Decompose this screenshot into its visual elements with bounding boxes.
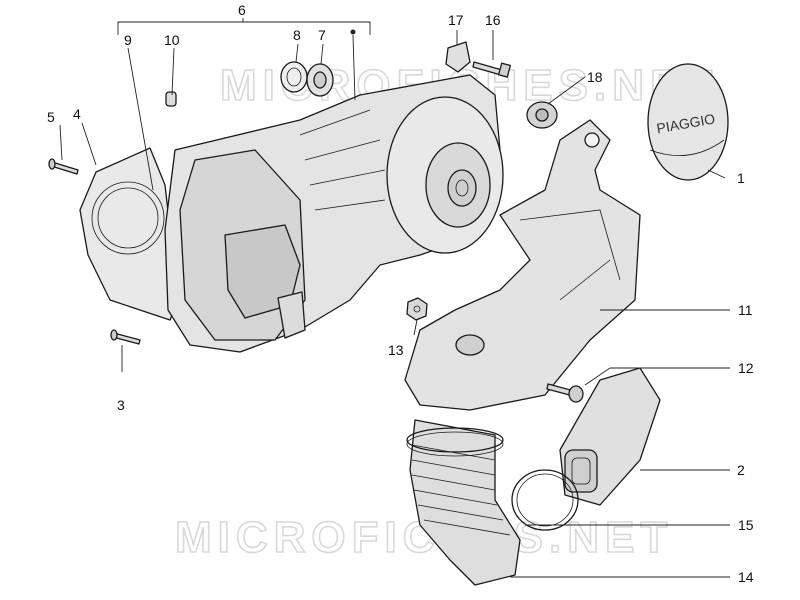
callout-12: 12	[738, 360, 754, 376]
part-17-bracket	[445, 41, 471, 73]
part-18-grommet	[526, 101, 558, 129]
part-13-nut	[406, 297, 428, 321]
part-3-screw	[110, 329, 141, 345]
callout-13: 13	[388, 342, 404, 358]
part-2-intake-cap	[559, 367, 661, 506]
callout-1: 1	[737, 170, 745, 186]
callout-16: 16	[485, 12, 501, 28]
callout-6: 6	[238, 2, 246, 18]
callout-7: 7	[318, 27, 326, 43]
part-15-hose-clamps	[406, 427, 579, 531]
part-10-pin	[165, 91, 177, 107]
part-1-logo-cover: PIAGGIO	[647, 63, 729, 181]
callout-labels: 1 2 3 4 5 6 7 8 9 10 11 12 13 14 15 16 1…	[47, 2, 754, 585]
callout-9: 9	[124, 32, 132, 48]
bullet-dot	[350, 29, 356, 35]
part-16-bolt	[472, 61, 512, 78]
callout-11: 11	[738, 302, 753, 318]
part-4-shield-plate	[79, 147, 179, 321]
part-11-intake-duct	[404, 119, 641, 411]
callout-17: 17	[448, 12, 464, 28]
part-5-screw	[48, 158, 79, 175]
callout-4: 4	[73, 106, 81, 122]
callout-2: 2	[737, 462, 745, 478]
callout-14: 14	[738, 569, 754, 585]
callout-10: 10	[164, 32, 180, 48]
callout-15: 15	[738, 517, 754, 533]
callout-5: 5	[47, 109, 55, 125]
part-14-hose	[409, 419, 521, 586]
callout-18: 18	[587, 69, 603, 85]
transmission-cover-assembly	[164, 74, 504, 353]
part-8-seal-ring	[280, 61, 308, 93]
group-bracket-6	[117, 18, 371, 35]
part-12-screw	[546, 383, 584, 403]
callout-8: 8	[293, 27, 301, 43]
callout-3: 3	[117, 397, 125, 413]
leader-lines	[59, 30, 730, 578]
part-7-bearing	[306, 63, 334, 97]
